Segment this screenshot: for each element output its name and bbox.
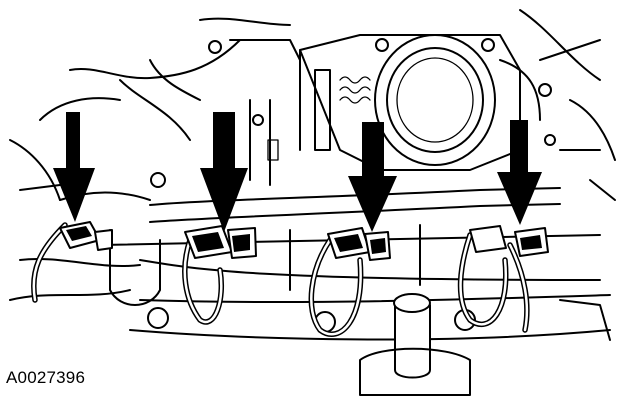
arrow-1	[53, 112, 95, 222]
fuel-injector-connector-4	[469, 225, 549, 257]
throttle-body	[299, 34, 556, 171]
arrow-4	[497, 120, 542, 225]
engine-background	[9, 9, 616, 201]
intake-manifold	[9, 224, 611, 341]
figure-id-label: A0027396	[6, 368, 86, 387]
fuel-injector-connector-1	[59, 221, 113, 251]
central-pipe	[359, 293, 471, 396]
fuel-injector-connector-3	[327, 227, 391, 261]
wiring-harness	[31, 222, 530, 337]
arrow-3	[348, 122, 397, 232]
fuel-injector-connector-2	[184, 225, 257, 259]
callout-arrows	[53, 112, 542, 232]
arrow-2	[200, 112, 248, 232]
